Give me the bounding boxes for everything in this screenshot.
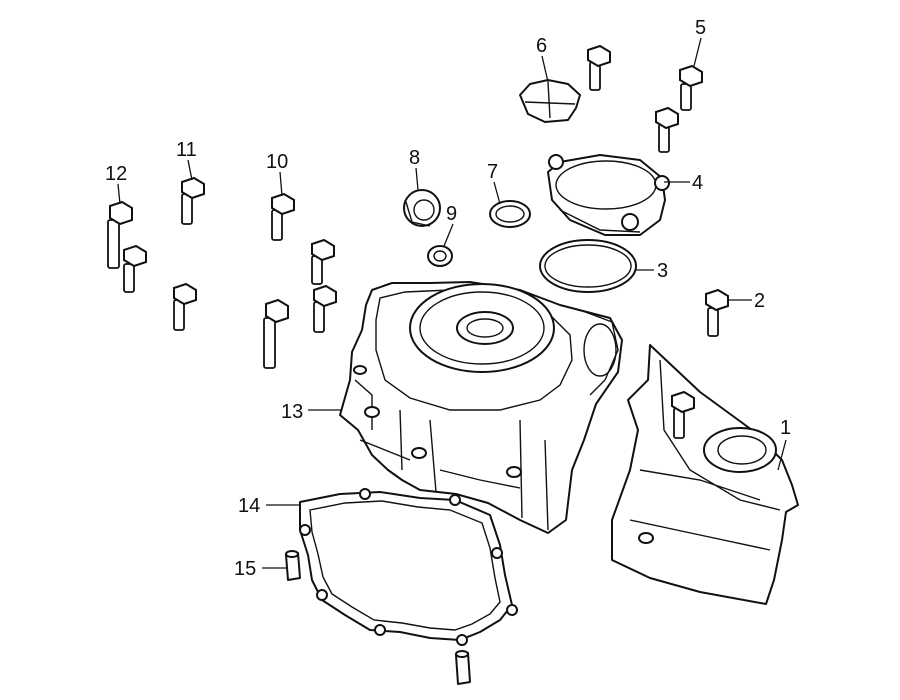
part-3-o-ring xyxy=(539,239,637,293)
bolts xyxy=(107,44,729,439)
part-7-small-ring xyxy=(489,200,531,228)
part-5-bolt-upper xyxy=(679,64,703,111)
callout-2: 2 xyxy=(754,290,765,312)
leader-lines xyxy=(117,37,787,569)
part-5-bolt-lower xyxy=(655,106,679,153)
part-2-bolt xyxy=(705,288,729,337)
part-11-bolt xyxy=(181,176,205,225)
part-14-gasket xyxy=(299,488,518,646)
callout-9: 9 xyxy=(446,203,457,225)
part-9-washer xyxy=(427,245,453,267)
callout-13: 13 xyxy=(281,401,303,423)
part-10-bolt-lower-right xyxy=(313,284,337,333)
callout-8: 8 xyxy=(409,147,420,169)
callout-1: 1 xyxy=(780,417,791,439)
callout-10: 10 xyxy=(266,151,288,173)
callout-15: 15 xyxy=(234,558,256,580)
callout-11: 11 xyxy=(176,139,197,161)
part-4-cover-cap xyxy=(547,154,670,236)
callout-7: 7 xyxy=(487,161,498,183)
callout-14: 14 xyxy=(238,495,260,517)
part-8-oil-seal xyxy=(403,189,441,227)
part-12-bolt-short xyxy=(123,244,147,293)
bolt xyxy=(671,390,695,439)
part-13-crankcase-cover xyxy=(339,281,623,534)
part-10-bolt-long xyxy=(263,298,289,369)
bolt xyxy=(587,44,611,91)
part-15-dowel-pins xyxy=(285,550,471,685)
callout-3: 3 xyxy=(657,260,668,282)
callout-labels: 1 2 3 4 5 6 7 8 9 10 11 12 13 14 15 xyxy=(105,17,791,580)
part-12-bolt-long xyxy=(107,200,133,269)
callout-5: 5 xyxy=(695,17,706,39)
callout-6: 6 xyxy=(536,35,547,57)
part-10-bolt xyxy=(271,192,295,241)
part-10-bolt-upper-right xyxy=(311,238,335,285)
part-6-filler-cap xyxy=(519,79,581,123)
callout-12: 12 xyxy=(105,163,127,185)
part-1-side-cover xyxy=(611,344,799,605)
callout-4: 4 xyxy=(692,172,703,194)
part-11-bolt-lower xyxy=(173,282,197,331)
